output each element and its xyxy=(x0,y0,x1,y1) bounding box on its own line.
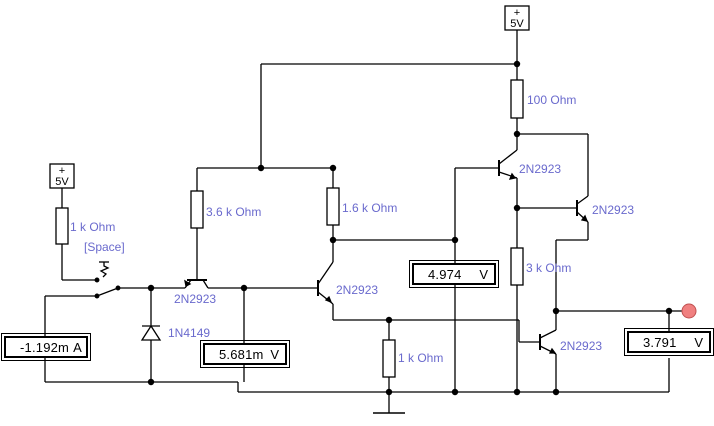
meter-value: -1.192m xyxy=(20,339,70,355)
switch-key-label: [Space] xyxy=(84,240,125,254)
junction-dots xyxy=(147,60,673,396)
meter-unit: V xyxy=(479,266,488,282)
source-top-voltage: 5V xyxy=(510,18,524,30)
diode-label: 1N4149 xyxy=(168,326,210,340)
resistor-label-3-6k: 3.6 k Ohm xyxy=(206,205,261,219)
resistor-1k-input xyxy=(55,207,69,245)
meter-unit: V xyxy=(694,334,703,350)
transistor-q-input xyxy=(184,272,209,289)
transistor-label-q-mid: 2N2923 xyxy=(336,283,378,297)
source-left-plus: + xyxy=(59,165,65,177)
resistor-1-6k xyxy=(326,187,340,226)
transistor-label-q-top: 2N2923 xyxy=(519,162,561,176)
transistor-q-right xyxy=(576,195,589,223)
transistor-q-mid xyxy=(317,261,334,305)
resistor-label-input: 1 k Ohm xyxy=(70,220,115,234)
resistor-100-ohm xyxy=(510,79,524,119)
output-probe[interactable] xyxy=(681,303,697,319)
meter-unit: A xyxy=(73,339,82,355)
voltmeter-mid-voltage[interactable]: 4.974 V xyxy=(409,260,499,288)
resistor-label-1-6k: 1.6 k Ohm xyxy=(342,201,397,215)
power-source-left: + 5V xyxy=(49,163,75,189)
diode-symbol xyxy=(140,324,162,341)
transistor-q-bottom xyxy=(539,329,557,355)
switch-symbol[interactable] xyxy=(94,261,121,299)
transistors xyxy=(184,149,589,355)
source-top-plus: + xyxy=(514,7,520,19)
voltmeter-base-voltage[interactable]: 5.681m V xyxy=(200,340,290,368)
meter-value: 3.791 xyxy=(643,334,677,350)
meter-unit: V xyxy=(270,346,279,362)
power-source-top: + 5V xyxy=(504,5,530,31)
source-left-voltage: 5V xyxy=(55,176,69,188)
transistor-label-q-input: 2N2923 xyxy=(174,292,216,306)
resistor-label-3k: 3 k Ohm xyxy=(526,261,571,275)
resistor-label-1k-bottom: 1 k Ohm xyxy=(398,351,443,365)
voltmeter-output-voltage[interactable]: 3.791 V xyxy=(624,328,714,356)
resistor-3k xyxy=(510,247,524,286)
wires xyxy=(44,30,687,413)
resistor-bodies xyxy=(55,79,524,378)
transistor-label-q-right: 2N2923 xyxy=(592,203,634,217)
resistor-label-100: 100 Ohm xyxy=(527,93,576,107)
transistor-q-top xyxy=(498,149,518,180)
meter-value: 5.681m xyxy=(219,346,264,362)
transistor-label-q-bottom: 2N2923 xyxy=(560,339,602,353)
resistor-3-6k xyxy=(190,190,204,229)
resistor-1k-bottom xyxy=(382,339,396,378)
meter-value: 4.974 xyxy=(428,266,462,282)
